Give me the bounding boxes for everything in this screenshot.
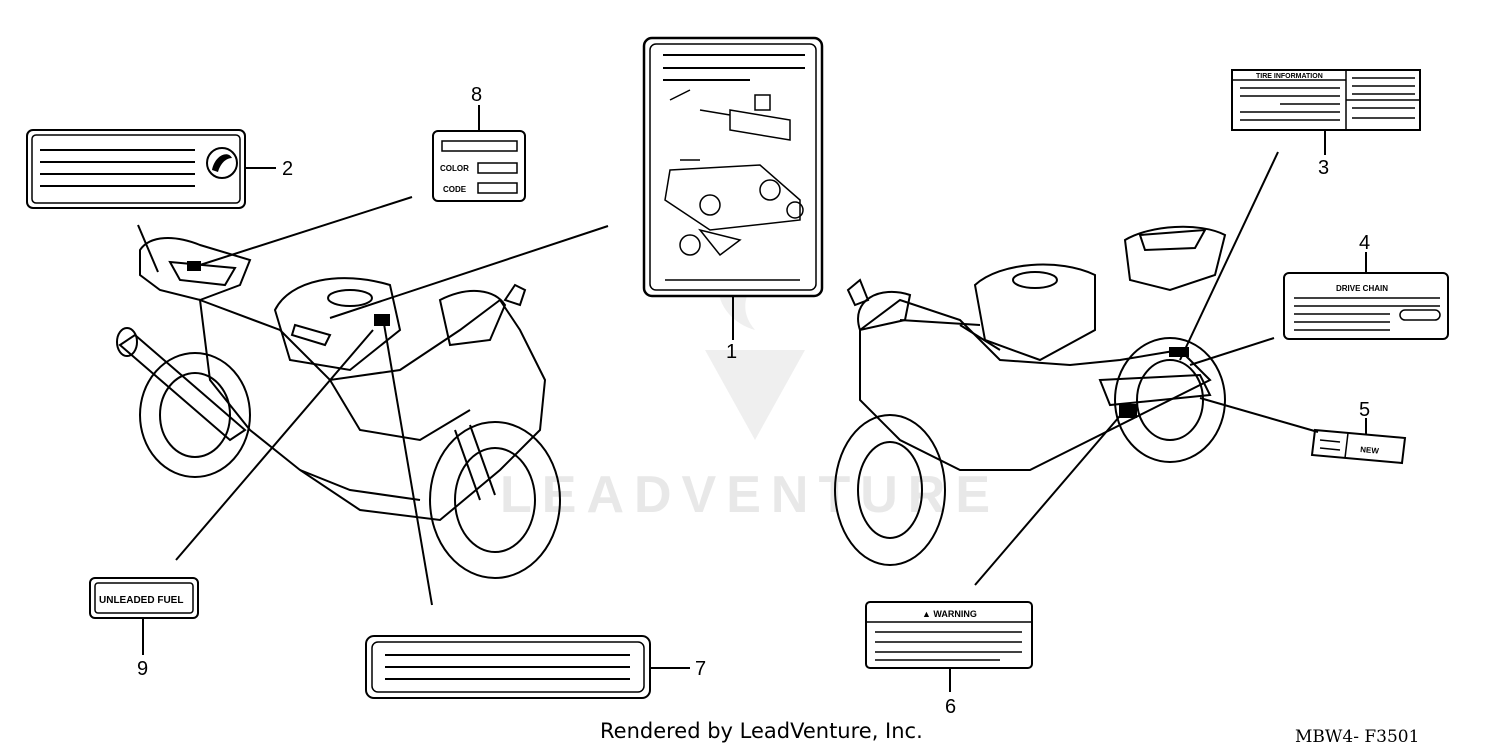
- right-front-wheel: [834, 414, 946, 566]
- leader-8-bike: [199, 196, 413, 266]
- callout-6[interactable]: 6: [945, 696, 956, 718]
- right-windscreen: [857, 290, 912, 332]
- callout-1[interactable]: 1: [726, 341, 737, 363]
- left-fairing: [198, 298, 547, 522]
- callout-numbers: 1 2 3 4 5 6 7 8 9: [137, 84, 1370, 718]
- warning-title: ▲ WARNING: [922, 609, 977, 619]
- watermark-logo-icon: [705, 350, 805, 440]
- left-mirror: [503, 283, 527, 307]
- label-8-color-code[interactable]: COLOR CODE: [432, 130, 526, 202]
- leader-6-bike: [974, 409, 1126, 586]
- new-label-text: NEW: [1360, 445, 1380, 456]
- leader-lines: [137, 105, 1367, 692]
- code-label: CODE: [443, 185, 467, 194]
- drive-chain-title: DRIVE CHAIN: [1336, 284, 1388, 293]
- label-2-brand[interactable]: [26, 129, 246, 209]
- left-rear-wheel: [139, 352, 251, 478]
- chain-adjuster-icon: [1399, 309, 1441, 321]
- diagram-reference: MBW4- F3501: [1295, 727, 1419, 747]
- callout-7[interactable]: 7: [695, 658, 706, 680]
- leader-3-bike: [1179, 151, 1279, 361]
- leader-1-bike: [329, 225, 609, 319]
- callout-3[interactable]: 3: [1318, 157, 1329, 179]
- right-fairing: [859, 298, 1212, 471]
- left-motorcycle: [116, 237, 561, 579]
- right-mirror: [846, 278, 870, 307]
- tire-info-lines: [1240, 77, 1415, 121]
- leader-9-bike: [175, 329, 374, 561]
- label-1-text-lines: [663, 54, 805, 81]
- left-seat-cowl: [139, 237, 252, 302]
- warning-lines: [875, 631, 1022, 661]
- callout-4[interactable]: 4: [1359, 232, 1370, 254]
- callout-5[interactable]: 5: [1359, 399, 1370, 421]
- label-2-text-lines: [40, 149, 195, 187]
- label-5-new[interactable]: NEW: [1310, 428, 1407, 465]
- right-fuel-tank: [973, 263, 1096, 362]
- leader-2-bike: [137, 224, 159, 273]
- label-7-long[interactable]: [365, 635, 651, 699]
- brand-logo-icon: [206, 147, 238, 179]
- label-6-warning[interactable]: ▲ WARNING: [865, 601, 1033, 669]
- left-tank-decal: [290, 323, 332, 347]
- label-7-text-lines: [385, 654, 630, 680]
- drive-chain-lines: [1294, 297, 1440, 331]
- left-muffler: [118, 333, 247, 442]
- right-swingarm: [1098, 373, 1212, 407]
- right-motorcycle: [834, 225, 1227, 566]
- leader-5-bike: [1199, 397, 1319, 433]
- left-front-wheel: [429, 421, 561, 579]
- leader-7-bike: [382, 317, 433, 606]
- callout-8[interactable]: 8: [471, 84, 482, 106]
- left-fuel-tank: [273, 277, 402, 372]
- schematic-drawing: [664, 89, 804, 281]
- callout-9[interactable]: 9: [137, 658, 148, 680]
- tire-info-title: TIRE INFORMATION: [1256, 73, 1323, 80]
- label-9-fuel[interactable]: UNLEADED FUEL: [89, 577, 199, 619]
- footer-credit: Rendered by LeadVenture, Inc.: [600, 719, 923, 743]
- label-4-drive-chain[interactable]: DRIVE CHAIN: [1283, 272, 1449, 340]
- right-seat-cowl: [1123, 225, 1227, 292]
- label-1-schematic[interactable]: [642, 36, 824, 298]
- color-label: COLOR: [440, 164, 469, 173]
- label-3-tire-info[interactable]: TIRE INFORMATION: [1231, 69, 1421, 131]
- leader-4-bike: [1189, 337, 1275, 366]
- right-rear-wheel: [1114, 337, 1226, 463]
- watermark-text: LEADVENTURE: [500, 466, 1000, 524]
- fuel-label-text: UNLEADED FUEL: [99, 595, 183, 606]
- callout-2[interactable]: 2: [282, 158, 293, 180]
- left-windscreen: [438, 289, 507, 347]
